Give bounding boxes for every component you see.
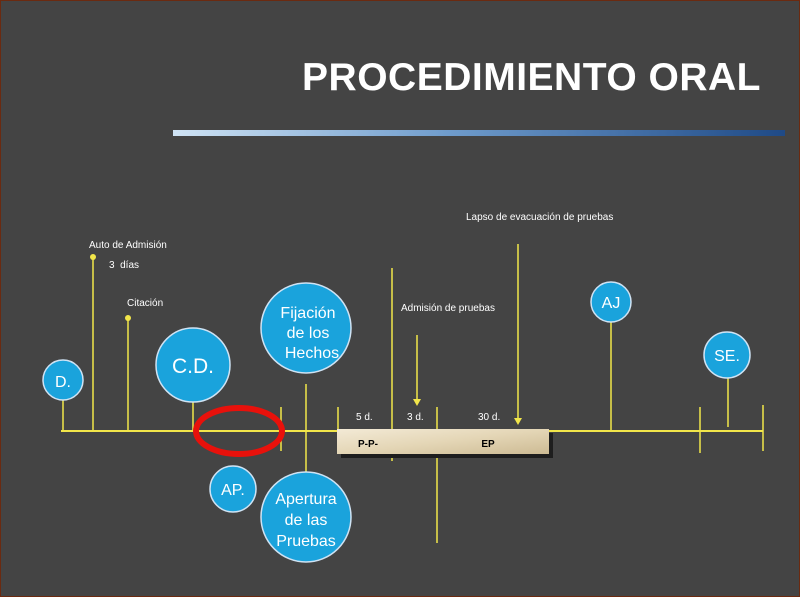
circle-apertura-line2: de las	[285, 512, 328, 529]
circle-apertura: Apertura de las Pruebas	[260, 471, 352, 563]
auto-admision-dot	[90, 254, 96, 260]
citacion-dot	[125, 315, 131, 321]
circle-aj: AJ	[590, 281, 632, 323]
label-citacion: Citación	[127, 298, 163, 309]
circle-d-label: D.	[55, 374, 71, 391]
label-tres-dias: 3 días	[109, 260, 139, 271]
label-lapso-evacuacion: Lapso de evacuación de pruebas	[466, 212, 613, 223]
arrow-lapso-head	[514, 418, 522, 425]
circle-ap: AP.	[209, 465, 257, 513]
circle-ap-label: AP.	[221, 482, 245, 499]
label-auto-admision: Auto de Admisión	[89, 240, 167, 251]
page-title: PROCEDIMIENTO ORAL	[302, 56, 761, 99]
circle-fijacion: Fijación de los Hechos	[260, 282, 352, 374]
circle-se-label: SE.	[714, 348, 740, 365]
circle-d: D.	[42, 359, 84, 401]
circle-cd-label: C.D.	[172, 355, 214, 378]
box-label-pp: P-P-	[358, 439, 378, 450]
arrow-admision-head	[413, 399, 421, 406]
circle-cd: C.D.	[155, 327, 231, 403]
circle-apertura-line3: Pruebas	[276, 533, 336, 550]
highlight-oval	[193, 405, 285, 457]
evidence-period-box	[337, 429, 549, 454]
circle-fijacion-line1: Fijación	[280, 305, 335, 322]
circle-fijacion-line2: de los	[287, 325, 330, 342]
box-label-ep: EP	[481, 439, 495, 450]
circle-fijacion-line3: Hechos	[285, 345, 339, 362]
label-admision-pruebas: Admisión de pruebas	[401, 303, 495, 314]
circle-se: SE.	[703, 331, 751, 379]
circle-aj-label: AJ	[602, 295, 621, 312]
label-30d: 30 d.	[478, 412, 500, 423]
circle-apertura-line1: Apertura	[275, 491, 336, 508]
label-3d: 3 d.	[407, 412, 424, 423]
title-underline-bar	[173, 130, 785, 136]
label-5d: 5 d.	[356, 412, 373, 423]
